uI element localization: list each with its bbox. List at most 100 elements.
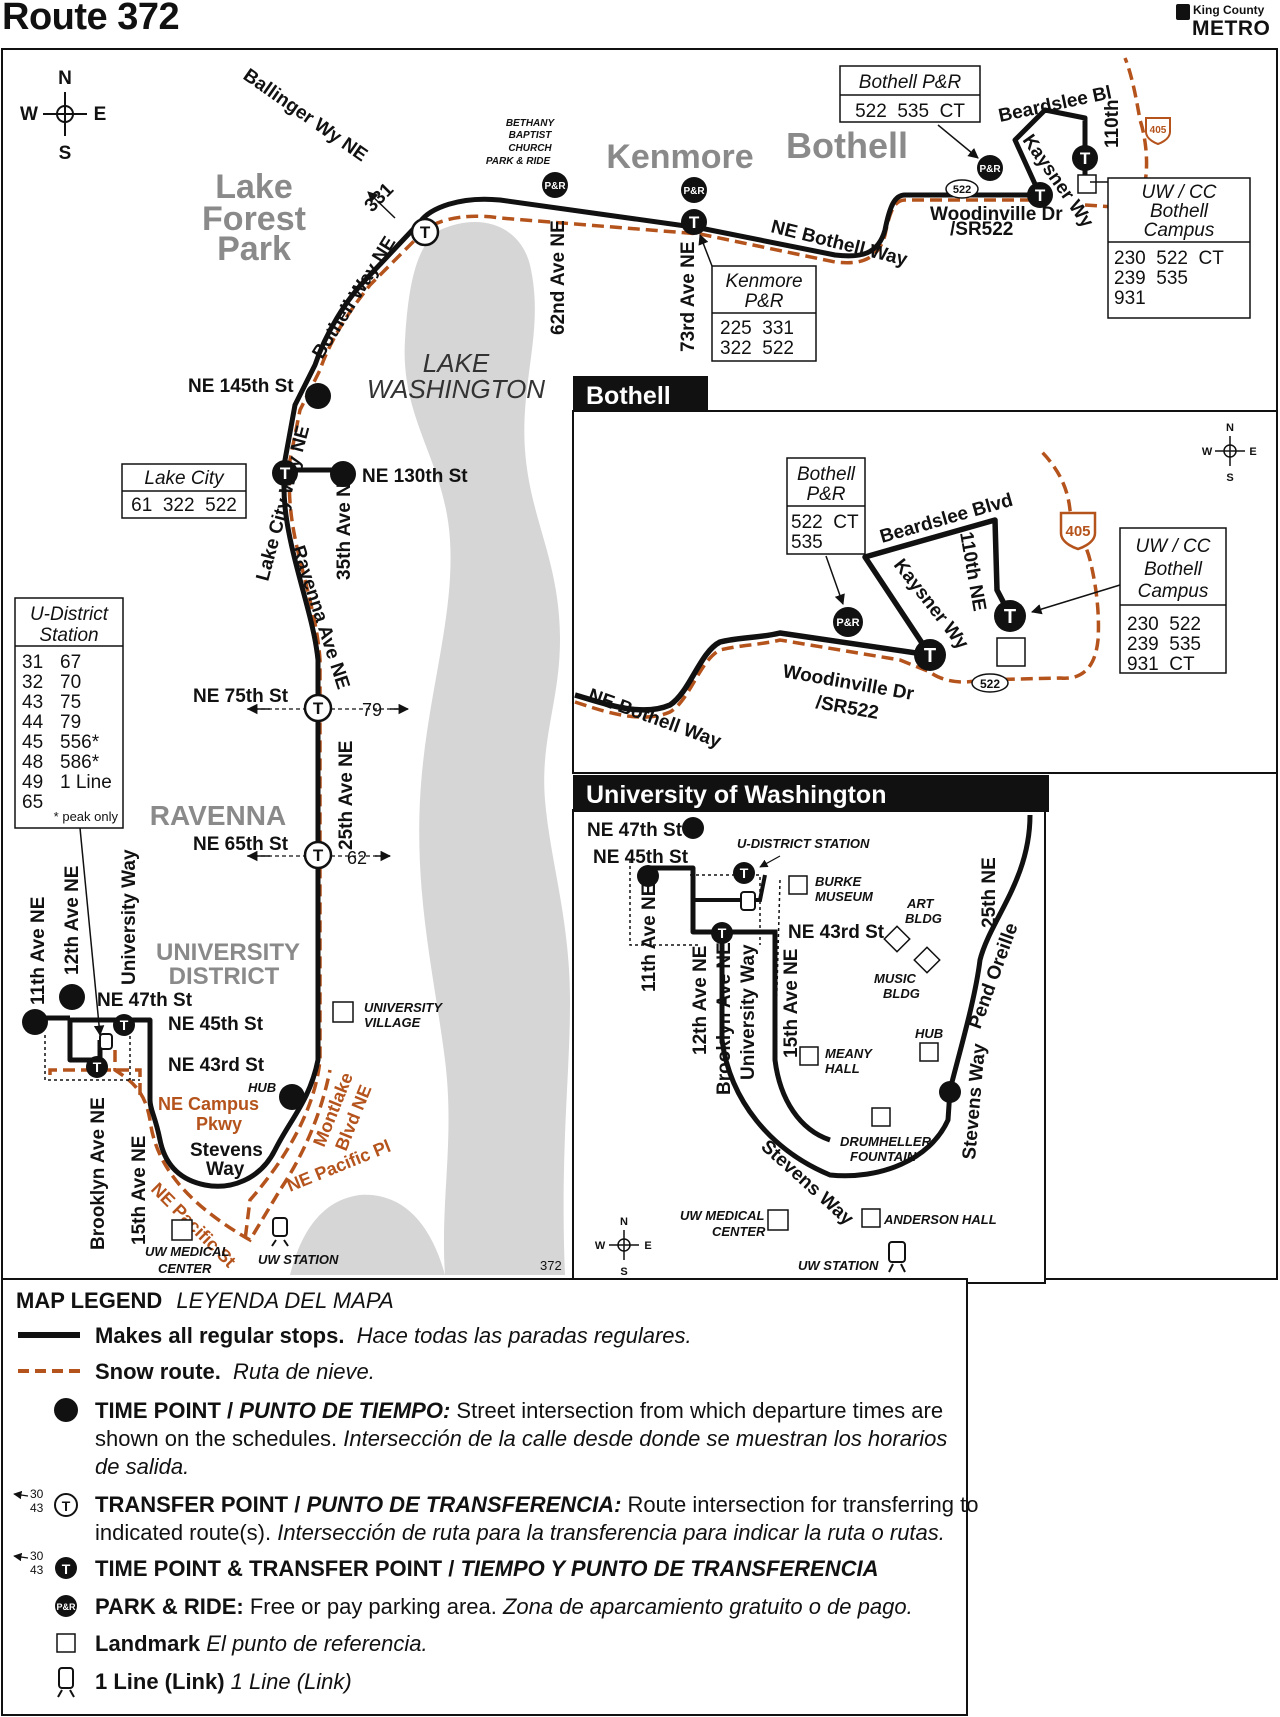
transfer-point-43rd[interactable]: T — [86, 1056, 108, 1078]
transfer-point-woodinville[interactable]: T — [1027, 182, 1053, 208]
uw-time-point-45th[interactable] — [637, 865, 659, 887]
landmark-bethany-3: CHURCH — [508, 143, 552, 154]
street-12th: 12th Ave NE — [62, 866, 83, 975]
transfer-point-75th[interactable]: T — [303, 693, 333, 723]
street-stevens-1: Stevens — [190, 1140, 263, 1161]
svg-text:535: 535 — [791, 532, 823, 553]
svg-text:shown on the schedules. Inters: shown on the schedules. Intersección de … — [95, 1426, 947, 1451]
park-ride-bothell[interactable]: P&R — [977, 155, 1003, 181]
time-point-47th[interactable] — [59, 984, 85, 1010]
compass-w: W — [20, 104, 38, 125]
svg-text:48: 48 — [22, 752, 43, 773]
svg-text:HALL: HALL — [825, 1061, 860, 1076]
svg-text:P&R: P&R — [979, 164, 1001, 175]
svg-text:Bothell: Bothell — [1144, 559, 1203, 580]
landmark-univ-village-1: UNIVERSITY — [364, 1000, 443, 1015]
landmark-uw-medical-box — [171, 1219, 193, 1241]
transfer-point-lfp[interactable]: T — [410, 217, 440, 247]
compass-rose: N S E W — [20, 68, 106, 164]
map-number: 372 — [540, 1258, 562, 1273]
uw-time-point-stevens[interactable] — [939, 1081, 961, 1103]
uw-transfer-43rd[interactable]: T — [711, 922, 733, 944]
transfer-point-kenmore[interactable]: T — [681, 209, 707, 235]
svg-text:T: T — [62, 1498, 71, 1514]
time-point-hub[interactable] — [279, 1084, 305, 1110]
time-point-130th[interactable] — [330, 461, 356, 487]
area-kenmore: Kenmore — [606, 138, 753, 176]
inset-transfer-woodinville[interactable]: T — [914, 639, 946, 671]
svg-text:BLDG: BLDG — [883, 986, 920, 1001]
bothell-inset-title: Bothell — [586, 382, 671, 410]
uw-inset-title: University of Washington — [586, 781, 886, 809]
svg-text:225 331: 225 331 — [720, 318, 794, 339]
svg-text:Kenmore: Kenmore — [725, 271, 802, 292]
landmark-uwcc-box — [1077, 174, 1097, 194]
svg-text:P&R: P&R — [56, 1602, 76, 1612]
svg-text:32: 32 — [22, 672, 43, 693]
svg-text:Station: Station — [39, 625, 98, 646]
svg-text:25th NE: 25th NE — [979, 857, 1000, 928]
svg-text:ART: ART — [906, 896, 935, 911]
uw-transfer-45th[interactable]: T — [733, 862, 755, 884]
svg-text:de salida.: de salida. — [95, 1454, 189, 1479]
svg-text:49: 49 — [22, 772, 43, 793]
park-ride-kenmore[interactable]: P&R — [681, 177, 707, 203]
svg-text:NE 47th St: NE 47th St — [587, 820, 683, 841]
landmark-univ-village-2: VILLAGE — [364, 1015, 421, 1030]
transfer-point-65th[interactable]: T — [303, 840, 333, 870]
uw-time-point-47th[interactable] — [682, 817, 704, 839]
page-header: Route 372 King County METRO — [0, 0, 1280, 48]
inset-box-bothell-pr: Bothell P&R 522 CT 535 — [786, 457, 866, 605]
transfer-point-lake-city[interactable]: T — [272, 460, 298, 486]
svg-text:15th Ave NE: 15th Ave NE — [781, 949, 802, 1058]
udistrict-col2: 67 70 75 79 556* 586* 1 Line — [60, 652, 112, 793]
svg-text:DRUMHELLER: DRUMHELLER — [840, 1134, 932, 1149]
legend-transfer-point: TRANSFER POINT / PUNTO DE TRANSFERENCIA:… — [95, 1492, 978, 1517]
svg-text:522: 522 — [953, 184, 971, 196]
svg-text:MUSIC: MUSIC — [874, 971, 917, 986]
svg-text:79: 79 — [60, 712, 81, 733]
street-campus-pkwy-2: Pkwy — [196, 1114, 242, 1134]
area-lake-forest-park-1: Lake — [215, 168, 293, 206]
street-11th: 11th Ave NE — [28, 897, 49, 1005]
svg-text:UW / CC: UW / CC — [1142, 182, 1217, 203]
train-icon — [888, 1241, 906, 1273]
time-point-11th[interactable] — [22, 1009, 48, 1035]
landmark-uw-medical-1: UW MEDICAL — [145, 1244, 230, 1259]
svg-text:T: T — [93, 1059, 102, 1075]
agency-name-bottom: METRO — [1192, 17, 1271, 40]
svg-text:61 322 522: 61 322 522 — [131, 495, 237, 516]
union-bay-water — [290, 1194, 445, 1275]
inset-park-ride[interactable]: P&R — [833, 607, 863, 637]
street-45th: NE 45th St — [168, 1014, 264, 1035]
box-udistrict: U-District Station 31 32 43 44 45 48 49 … — [14, 597, 124, 1037]
park-ride-bethany[interactable]: P&R — [542, 172, 568, 198]
svg-text:T: T — [689, 213, 700, 232]
street-university-way: University Way — [119, 849, 140, 985]
svg-text:W: W — [595, 1240, 606, 1252]
svg-text:S: S — [620, 1266, 627, 1278]
udistrict-col1: 31 32 43 44 45 48 49 65 — [22, 652, 44, 813]
inset-transfer-uwcc[interactable]: T — [994, 600, 1026, 632]
street-145th: NE 145th St — [188, 376, 294, 397]
svg-text:BURKE: BURKE — [815, 874, 862, 889]
route-marker-62: 62 — [347, 848, 367, 868]
svg-text:T: T — [1080, 149, 1091, 168]
svg-text:S: S — [1226, 472, 1233, 484]
svg-text:65: 65 — [22, 792, 43, 813]
street-130th: NE 130th St — [362, 466, 468, 487]
svg-text:75: 75 — [60, 692, 81, 713]
box-uwcc: UW / CC Bothell Campus 230 522 CT 239 53… — [1090, 177, 1251, 319]
svg-text:Lake City: Lake City — [144, 468, 225, 489]
transfer-point-uwcc[interactable]: T — [1072, 145, 1098, 171]
svg-text:T: T — [718, 925, 727, 941]
svg-text:Campus: Campus — [1144, 220, 1215, 241]
svg-text:30: 30 — [30, 1549, 44, 1563]
svg-text:T: T — [280, 464, 291, 483]
svg-text:522 CT: 522 CT — [791, 512, 859, 533]
svg-text:30: 30 — [30, 1487, 44, 1501]
svg-text:T: T — [120, 1017, 129, 1033]
time-point-145th[interactable] — [305, 383, 331, 409]
street-campus-pkwy-1: NE Campus — [158, 1094, 259, 1114]
transfer-point-45th[interactable]: T — [113, 1014, 135, 1036]
